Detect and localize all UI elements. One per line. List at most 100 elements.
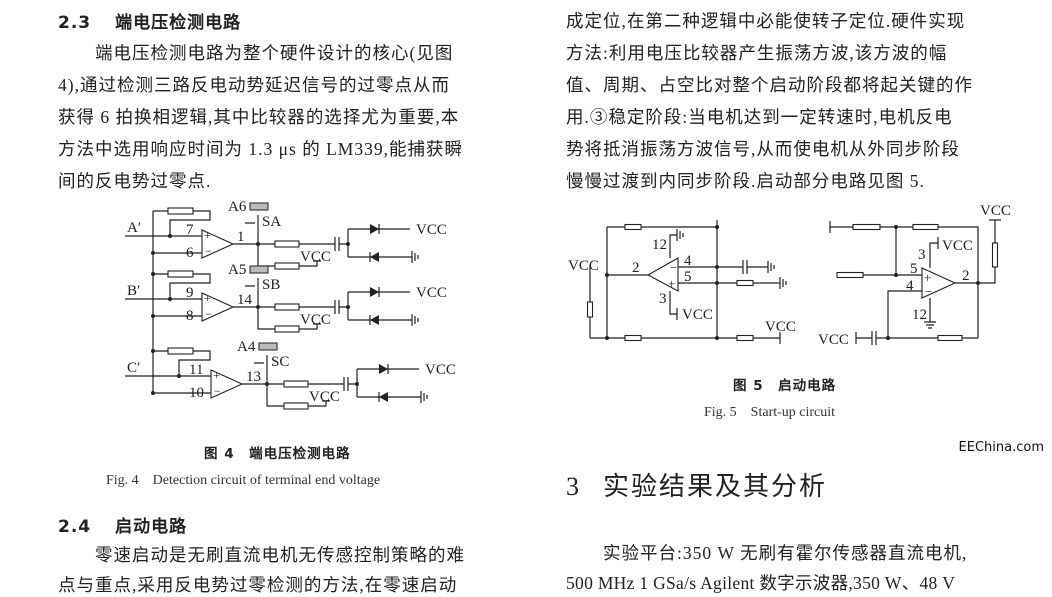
pin-label: 1 (237, 229, 245, 245)
vcc-label: VCC (818, 332, 849, 348)
switch-label: SA (262, 214, 281, 230)
test-point (249, 202, 269, 211)
vcc-label: VCC (300, 249, 331, 265)
resistor (991, 242, 999, 268)
test-point-label: A4 (237, 339, 256, 355)
paragraph-line: 500 MHz 1 GSa/s Agilent 数字示波器,350 W、48 V (566, 573, 956, 593)
pin-label: 14 (237, 292, 253, 308)
input-label: A′ (127, 220, 141, 236)
resistor (736, 279, 754, 287)
junction-dot (256, 242, 260, 246)
pin-label: 3 (659, 291, 667, 307)
switch-label: SC (271, 354, 289, 370)
diode-icon (370, 224, 379, 234)
startup-comparator: +− 5 4 2 3 12 VCC VCC VCC (818, 203, 1011, 348)
pin-label: 7 (186, 222, 194, 238)
input-label: B′ (127, 283, 140, 299)
vcc-label: VCC (416, 285, 447, 301)
svg-text:+: + (668, 276, 675, 291)
test-point (249, 265, 269, 274)
paragraph-line: 零速启动是无刷直流电机无传感控制策略的难 (58, 545, 465, 565)
section-number: 2.4 (58, 517, 92, 537)
section-title: 实验结果及其分析 (603, 472, 828, 501)
svg-text:+: + (924, 270, 931, 285)
comparator-symbol (201, 292, 235, 322)
resistor (274, 303, 300, 311)
resistor (836, 271, 864, 279)
minus-sign: − (205, 307, 212, 321)
vcc-label: VCC (300, 312, 331, 328)
diode-icon (370, 287, 379, 297)
pin-label: 5 (910, 261, 918, 277)
resistor (912, 223, 939, 231)
paragraph-line: 点与重点,采用反电势过零检测的方法,在零速启动 (58, 575, 458, 595)
vcc-label: VCC (682, 307, 713, 323)
paragraph-line: 慢慢过渡到内同步阶段.启动部分电路见图 5. (566, 171, 925, 191)
diode-icon (370, 252, 379, 262)
paragraph-line: 成定位,在第二种逻辑中必能使转子定位.硬件实现 (566, 11, 966, 31)
junction-dot (151, 349, 155, 353)
figure-5-caption-en: Fig. 5 Start-up circuit (704, 405, 836, 420)
junction-dot (151, 391, 155, 395)
watermark: EEChina.com (958, 440, 1044, 455)
pin-label: 12 (652, 237, 667, 253)
vcc-label: VCC (425, 362, 456, 378)
plus-sign: + (213, 368, 220, 382)
paragraph-line: 4),通过检测三路反电动势延迟信号的过零点从而 (58, 75, 450, 95)
paragraph-line: 方法中选用响应时间为 1.3 μs 的 LM339,能捕获瞬 (58, 139, 463, 159)
pin-label: 8 (186, 308, 194, 324)
resistor (937, 334, 963, 342)
paragraph-line: 值、周期、占空比对整个启动阶段都将起关键的作 (566, 75, 973, 95)
paragraph-line: 势将抵消振荡方波信号,从而使电机从外同步阶段 (566, 139, 960, 159)
pin-label: 3 (918, 247, 926, 263)
paragraph-line: 用.③稳定阶段:当电机达到一定转速时,电机反电 (566, 107, 953, 127)
pin-label: 6 (186, 245, 194, 261)
test-point (258, 342, 278, 351)
resistor (624, 223, 642, 231)
minus-sign: − (205, 244, 212, 258)
pin-label: 4 (906, 278, 914, 294)
vcc-label: VCC (416, 222, 447, 238)
switch-label: SB (262, 277, 280, 293)
section-title: 端电压检测电路 (115, 13, 242, 33)
pin-label: 5 (684, 269, 692, 285)
junction-dot (151, 251, 155, 255)
junction-dot (151, 314, 155, 318)
paragraph-line: 方法:利用电压比较器产生振荡方波,该方波的幅 (566, 43, 948, 63)
junction-dot (177, 374, 181, 378)
resistor (624, 334, 642, 342)
resistor (283, 380, 309, 388)
junction-dot (151, 272, 155, 276)
section-number: 3 (566, 472, 581, 501)
paragraph-line: 端电压检测电路为整个硬件设计的核心(见图 (58, 43, 454, 63)
figure-5-circuit: −+ VCC 2 4 5 12 3 VCC VCC +− 5 4 2 3 12 … (568, 203, 1011, 348)
comparator-symbol (646, 257, 679, 292)
minus-sign: − (214, 384, 221, 398)
resistor (283, 402, 309, 410)
resistor (274, 262, 300, 270)
diode-icon (379, 364, 388, 374)
vcc-label: VCC (980, 203, 1011, 219)
pin-label: 9 (186, 285, 194, 301)
resistor (586, 301, 594, 318)
plus-sign: + (204, 291, 211, 305)
figure-4-caption-en: Fig. 4 Detection circuit of terminal end… (106, 473, 381, 488)
pin-label: 13 (246, 369, 261, 385)
comparator-symbol (210, 369, 244, 399)
oscillator-comparator: −+ VCC 2 4 5 12 3 VCC VCC (568, 220, 796, 344)
paragraph-line: 间的反电势过零点. (58, 171, 212, 191)
junction-dot (355, 382, 359, 386)
figure-5-caption-cn: 图 5 启动电路 (733, 378, 837, 394)
junction-dot (168, 297, 172, 301)
resistor (274, 240, 300, 248)
svg-text:−: − (670, 260, 677, 275)
test-point-label: A5 (228, 262, 246, 278)
vcc-label: VCC (568, 258, 599, 274)
paragraph-line: 获得 6 拍换相逻辑,其中比较器的选择尤为重要,本 (58, 107, 460, 127)
figure-4-caption-cn: 图 4 端电压检测电路 (204, 446, 351, 462)
diode-icon (379, 392, 388, 402)
comparator-symbol (921, 267, 957, 299)
